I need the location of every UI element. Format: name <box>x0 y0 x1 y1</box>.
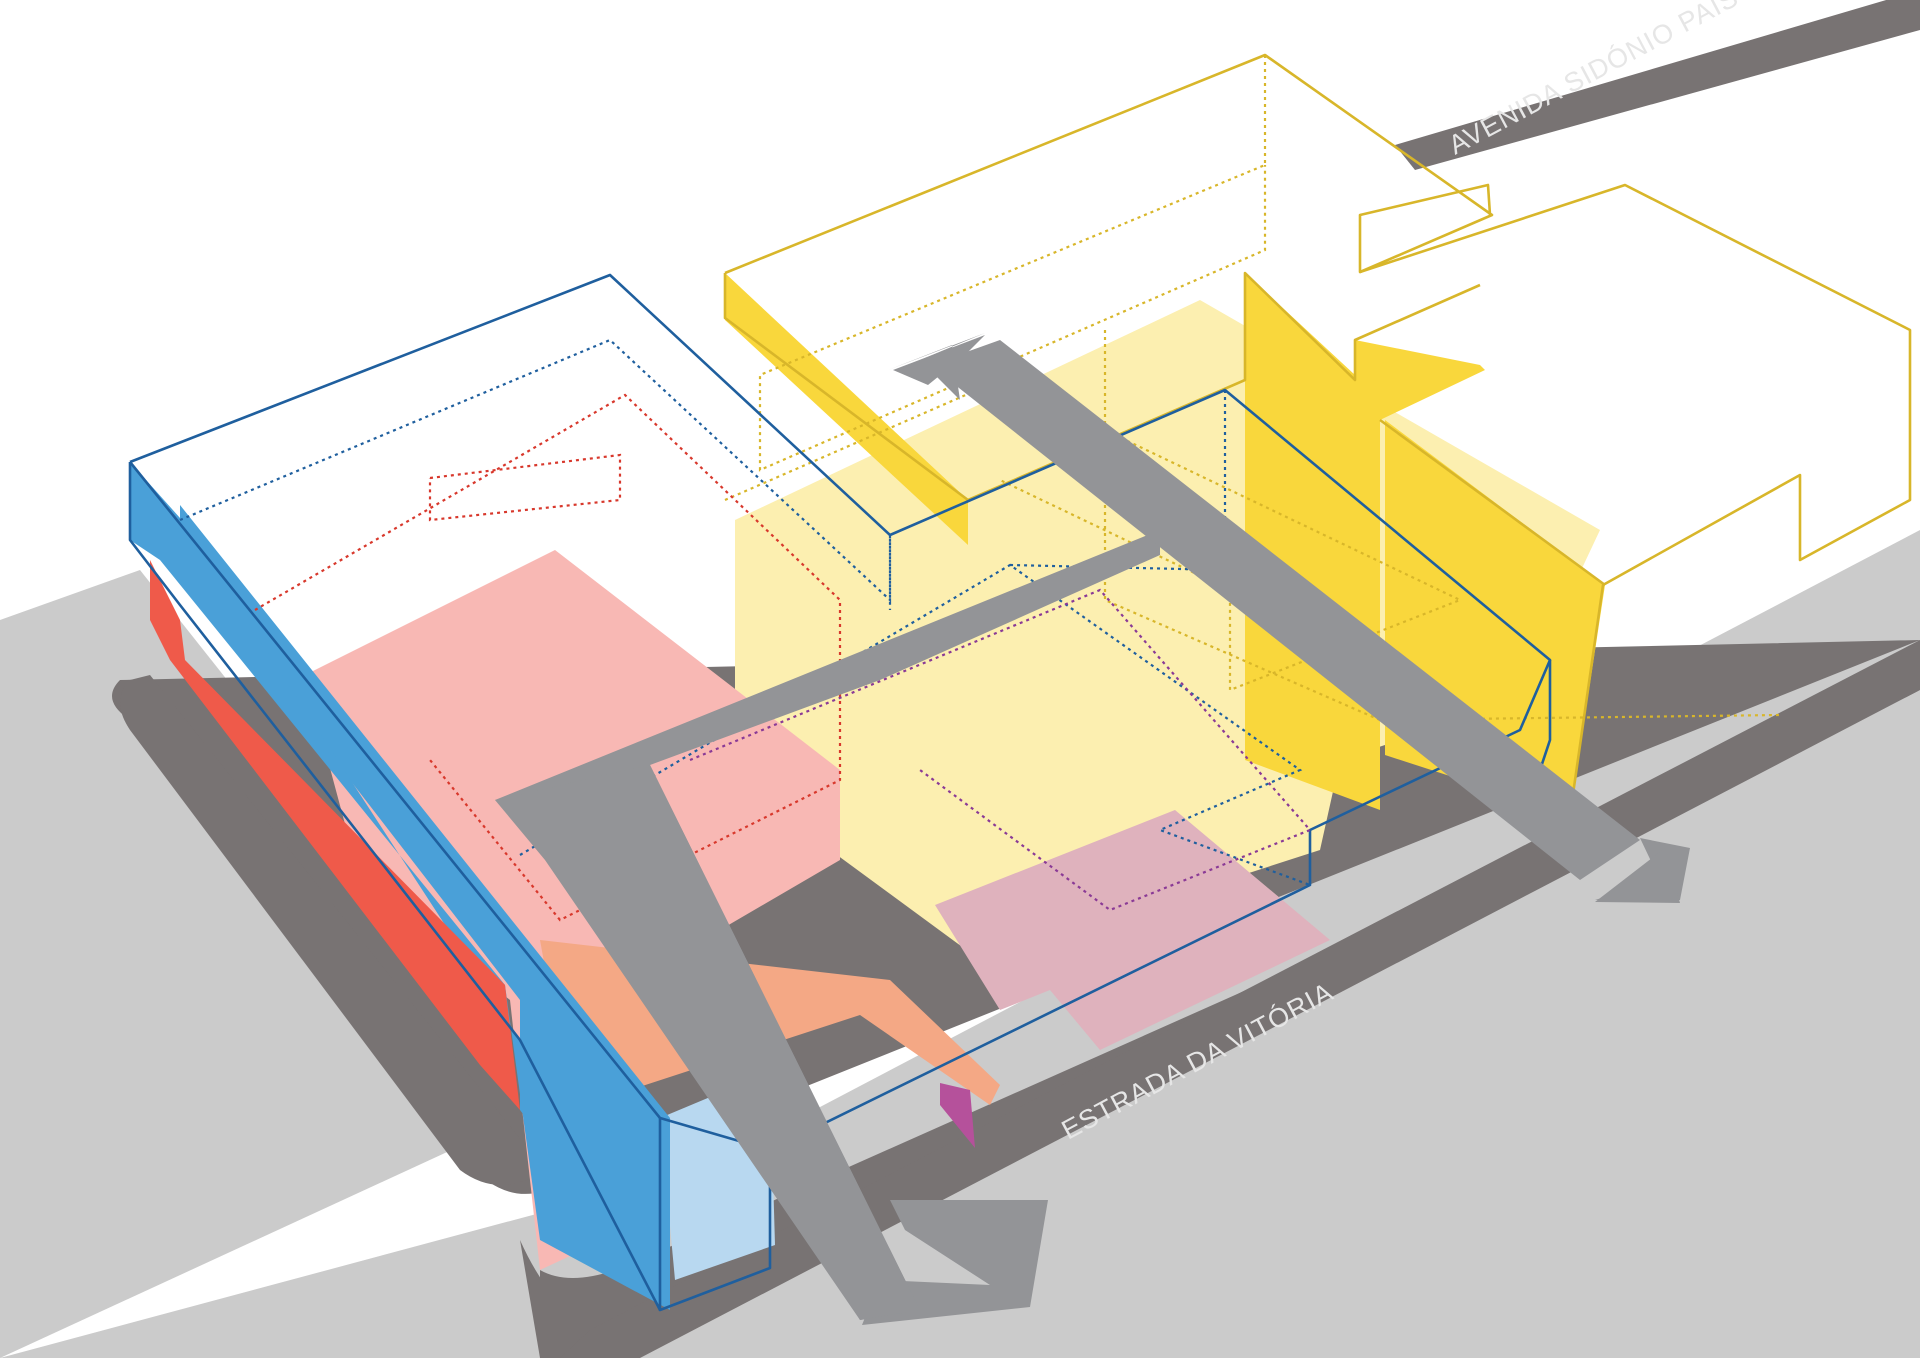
arrow-north-south <box>495 530 1160 1325</box>
arrow-east-west-head-south-main <box>1595 848 1680 903</box>
arrow-east-west <box>888 333 1690 903</box>
blue-outline-verticals <box>658 1118 772 1312</box>
yellow-outline-tower <box>1379 418 1606 587</box>
blue-outline-top <box>128 273 1552 1152</box>
arrow-turn-corner <box>495 765 920 1320</box>
blue-dotted-lines <box>179 338 892 610</box>
mauve-floor-area <box>935 810 1330 1050</box>
magenta-wall <box>940 1083 975 1148</box>
blue-building <box>128 273 1552 1312</box>
red-building-face <box>150 560 520 1110</box>
yellow-building-wall-mid <box>1245 273 1485 810</box>
blue-building-left-face <box>130 462 670 1310</box>
red-dotted-lines-2 <box>428 453 622 522</box>
purple-dotted-lines <box>689 588 1312 912</box>
arrow-east-west-head-north-main <box>893 335 985 385</box>
yellow-outline-right <box>1359 183 1912 816</box>
road-side-curve <box>120 675 545 1185</box>
yellow-dotted-lines <box>758 55 1267 472</box>
road-avenida <box>1395 0 1920 170</box>
arrow-east-west-shaft <box>930 340 1640 880</box>
blue-outline-side <box>128 462 662 1311</box>
yellow-floor-area <box>735 300 1600 960</box>
lot-bottom-fill <box>0 570 560 1358</box>
yellow-outline-top <box>723 271 1481 502</box>
